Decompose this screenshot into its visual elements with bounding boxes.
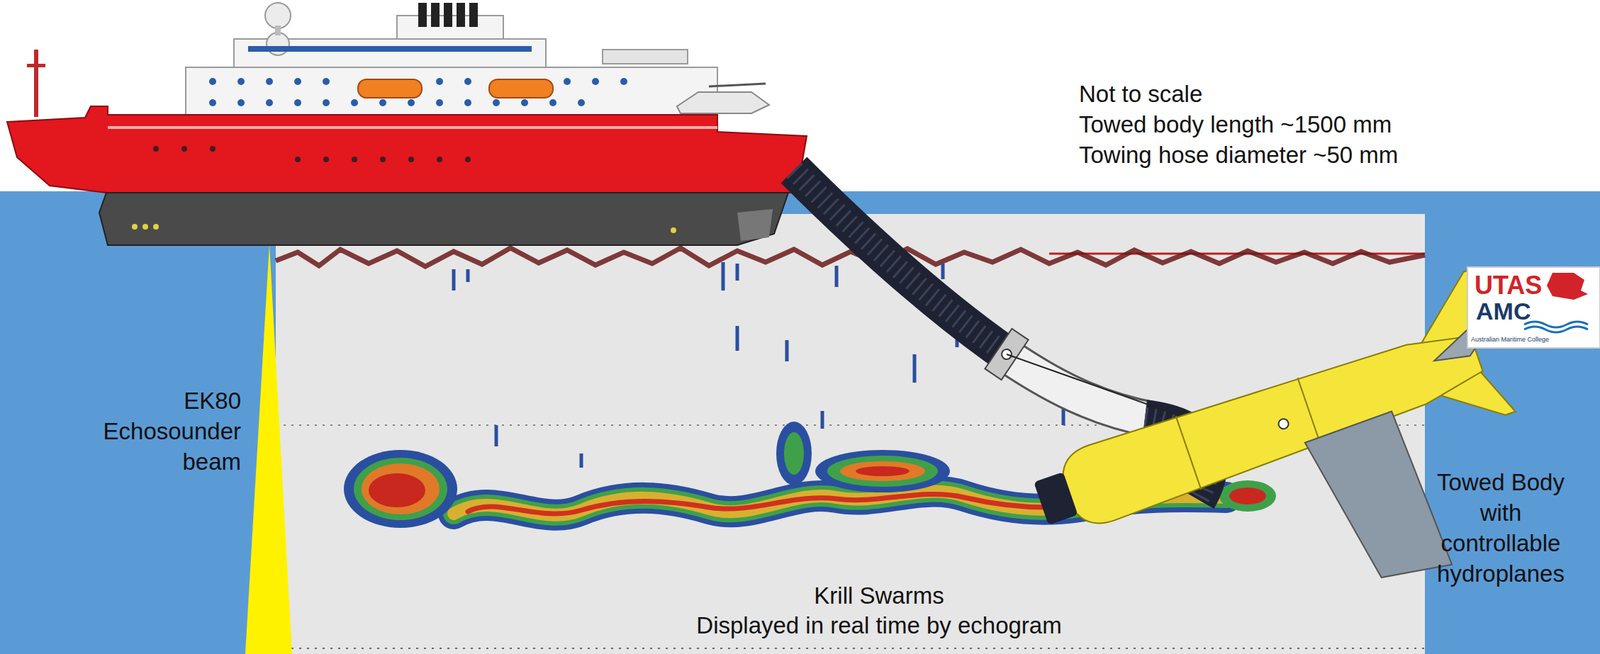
echogram-label: Displayed in real time by echogram: [560, 611, 1199, 642]
dimension-text: Towed body length ~1500 mm: [1078, 109, 1576, 141]
logo-college: Australian Maritime College: [1470, 336, 1596, 344]
logo-utas: UTAS: [1474, 270, 1560, 300]
beam-label: EK80 Echosounder beam: [83, 386, 242, 478]
echosounder-beam: [245, 244, 293, 654]
towed-body-label: Towed Body with controllable hydroplanes: [1423, 467, 1579, 590]
logo-amc: AMC: [1475, 297, 1554, 326]
logo: [1467, 267, 1600, 349]
sea: [0, 191, 1600, 654]
towed-body: [1014, 265, 1573, 654]
ship: [7, 2, 807, 246]
dimension-text: Towing hose diameter ~50 mm: [1078, 140, 1576, 171]
swarm-label: Krill Swarms: [630, 581, 1128, 612]
note-text: Not to scale: [1078, 79, 1576, 110]
